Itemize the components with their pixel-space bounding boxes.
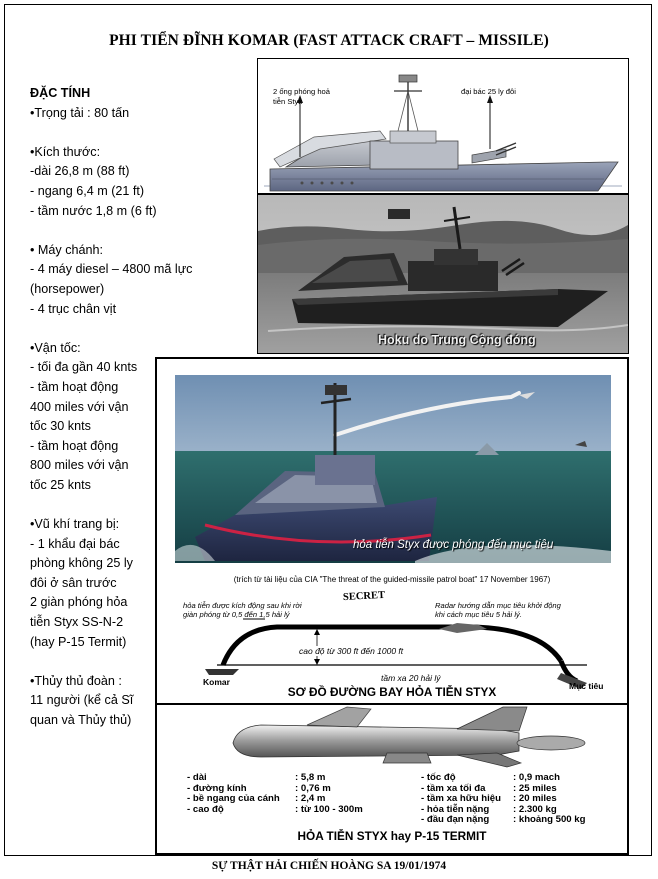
spec-speed-line: tốc 30 knts [30, 419, 91, 434]
missile-spec-row: - bề ngang của cánh: 2,4 m [187, 793, 326, 805]
spec-speed-line: - tầm hoạt động [30, 379, 119, 394]
spec-dims-length: -dài 26,8 m (88 ft) [30, 164, 130, 179]
altitude-note: cao độ từ 300 ft đến 1000 ft [299, 646, 404, 656]
spec-arms-line: tiễn Styx SS-N-2 [30, 615, 124, 630]
missile-panel: hỏa tiễn Styx được phóng đến mục tiêu (t… [155, 357, 629, 855]
spec-speed-line: - tầm hoạt động [30, 438, 119, 453]
boat-photo: Hoku do Trung Cộng đóng [257, 194, 629, 354]
spec-dims-width: - ngang 6,4 m (21 ft) [30, 183, 145, 198]
radar-note: Radar hướng dẫn mục tiêu khởi động khi c… [435, 601, 561, 619]
spec-crew-line: quan và Thủy thủ) [30, 713, 132, 727]
spec-speed-line: - tối đa gần 40 knts [30, 360, 138, 375]
target-label: Mục tiêu [569, 681, 604, 691]
boat-side-diagram: 2 ống phóng hoả tiễn Styx đại bác 25 ly … [257, 58, 629, 194]
launch-note: hỏa tiễn được kích động sau khi rời giàn… [183, 601, 302, 619]
missile-spec-row: - đường kính: 0,76 m [187, 782, 331, 794]
page-frame [4, 4, 652, 856]
spec-engine-line: (horsepower) [30, 281, 105, 296]
spec-arms-line: phòng không 25 ly [30, 556, 133, 571]
spec-arms-line: 2 giàn phóng hỏa [30, 595, 128, 610]
missile-spec-left: - dài: 5,8 m - đường kính: 0,76 m - bề n… [187, 772, 407, 815]
spec-engine-label: • Máy chánh: [30, 242, 104, 257]
gun-label: đại bác 25 ly đôi [461, 87, 516, 96]
spec-speed-line: tốc 25 knts [30, 477, 91, 492]
missile-spec-right: - tốc độ: 0,9 mach - tầm xa tối đa: 25 m… [421, 772, 621, 826]
missile-title: HỎA TIỄN STYX hay P-15 TERMIT [297, 829, 487, 843]
spec-arms-line: - 1 khẩu đại bác [30, 536, 120, 551]
missile-spec-row: - cao độ: từ 100 - 300m [187, 803, 363, 815]
missile-spec-row: - hỏa tiễn nặng: 2.300 kg [421, 803, 557, 815]
spec-speed-line: 400 miles với vận [30, 399, 129, 414]
launcher-label: 2 ống phóng hoả tiễn Styx [273, 87, 331, 106]
missile-spec-row: - tầm xa tối đa: 25 miles [421, 782, 557, 794]
flight-diagram-title: SƠ ĐỒ ĐƯỜNG BAY HỎA TIỄN STYX [287, 685, 497, 699]
missile-spec-row: - đầu đạn nặng: khoảng 500 kg [421, 814, 586, 826]
spec-engine-line: - 4 trục chân vịt [30, 301, 117, 316]
missile-spec-row: - tầm xa hữu hiệu: 20 miles [421, 793, 557, 805]
painting-image [175, 375, 611, 563]
range-note: tầm xa 20 hải lý [381, 673, 441, 683]
secret-stamp: SECRET [342, 589, 386, 604]
spec-arms-line: (hay P-15 Termit) [30, 634, 127, 649]
page-title: PHI TIỂN ĐĨNH KOMAR (FAST ATTACK CRAFT –… [109, 32, 549, 49]
photo-caption: Hoku do Trung Cộng đóng [378, 333, 536, 347]
spec-column: ĐẶC TÍNH •Trọng tải : 80 tấn •Kích thước… [30, 84, 193, 731]
panel-divider [157, 703, 627, 705]
spec-speed-label: •Vận tốc: [30, 340, 81, 355]
spec-heading: ĐẶC TÍNH [30, 86, 91, 100]
boat-side-drawing [264, 74, 622, 192]
missile-drawing [232, 706, 586, 768]
spec-weight: •Trọng tải : 80 tấn [30, 105, 130, 120]
painting-caption: hỏa tiễn Styx được phóng đến mục tiêu [353, 539, 554, 551]
spec-dims-label: •Kích thước: [30, 144, 101, 159]
spec-speed-line: 800 miles với vận [30, 458, 129, 473]
spec-crew-label: •Thủy thủ đoàn : [30, 673, 122, 688]
spec-crew-line: 11 người (kể cả Sĩ [30, 693, 134, 708]
flight-path-graphic [205, 618, 587, 689]
spec-arms-line: đôi ở sân trước [30, 575, 117, 590]
spec-dims-draft: - tầm nước 1,8 m (6 ft) [30, 203, 157, 218]
page-footer: SỰ THẬT HẢI CHIẾN HOÀNG SA 19/01/1974 [211, 860, 447, 872]
missile-spec-row: - tốc độ: 0,9 mach [421, 772, 560, 783]
photo-image [258, 195, 628, 353]
launch-painting: hỏa tiễn Styx được phóng đến mục tiêu [175, 375, 611, 563]
spec-engine-line: - 4 máy diesel – 4800 mã lực [30, 262, 193, 277]
spec-arms-label: •Vũ khí trang bị: [30, 517, 120, 532]
source-note: (trích từ tài liệu của CIA "The threat o… [233, 575, 551, 584]
missile-spec-row: - dài: 5,8 m [187, 772, 326, 783]
komar-label: Komar [203, 677, 230, 687]
